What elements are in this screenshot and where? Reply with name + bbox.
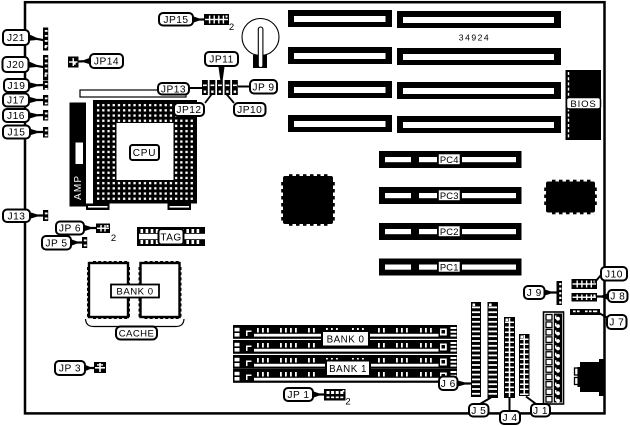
svg-text:BIOS: BIOS [570, 99, 596, 110]
svg-text:J 9: J 9 [527, 288, 542, 299]
svg-text:JP10: JP10 [237, 105, 262, 116]
svg-text:JP11: JP11 [209, 55, 233, 66]
svg-text:JP 9: JP 9 [252, 82, 274, 93]
svg-text:PC2: PC2 [440, 226, 459, 237]
svg-text:TAG: TAG [160, 232, 181, 243]
svg-text:PC4: PC4 [440, 154, 459, 165]
svg-text:BANK 0: BANK 0 [327, 334, 365, 345]
svg-text:JP13: JP13 [161, 84, 186, 95]
svg-text:34924: 34924 [459, 33, 490, 43]
svg-text:2: 2 [345, 397, 350, 408]
svg-text:PC3: PC3 [440, 190, 459, 201]
svg-text:JP15: JP15 [163, 15, 188, 26]
svg-text:CPU: CPU [133, 148, 157, 159]
svg-text:JP12: JP12 [176, 105, 201, 116]
svg-text:2: 2 [229, 22, 234, 33]
svg-text:J21: J21 [7, 33, 25, 44]
svg-text:J13: J13 [8, 211, 26, 222]
svg-text:J10: J10 [605, 269, 623, 280]
svg-text:AMP: AMP [73, 175, 84, 200]
svg-text:BANK 1: BANK 1 [329, 364, 367, 375]
svg-text:J20: J20 [7, 60, 25, 71]
svg-text:JP 6: JP 6 [59, 224, 81, 235]
svg-text:JP14: JP14 [94, 57, 119, 68]
svg-text:J 5: J 5 [471, 406, 486, 417]
svg-text:J19: J19 [8, 81, 26, 92]
svg-text:PC1: PC1 [440, 261, 459, 272]
svg-text:2: 2 [111, 233, 116, 244]
svg-text:J15: J15 [8, 128, 26, 139]
svg-text:J 4: J 4 [502, 413, 517, 424]
svg-text:J 7: J 7 [609, 318, 624, 329]
svg-text:J 8: J 8 [610, 292, 625, 303]
svg-text:CACHE: CACHE [119, 329, 155, 340]
svg-text:BANK 0: BANK 0 [116, 287, 153, 298]
svg-text:J17: J17 [7, 96, 25, 107]
svg-text:JP 5: JP 5 [45, 238, 67, 249]
svg-text:J16: J16 [7, 111, 25, 122]
svg-text:JP 3: JP 3 [59, 364, 81, 375]
svg-text:JP 1: JP 1 [287, 390, 309, 401]
svg-text:J 6: J 6 [441, 379, 456, 390]
svg-text:J 1: J 1 [533, 406, 548, 417]
